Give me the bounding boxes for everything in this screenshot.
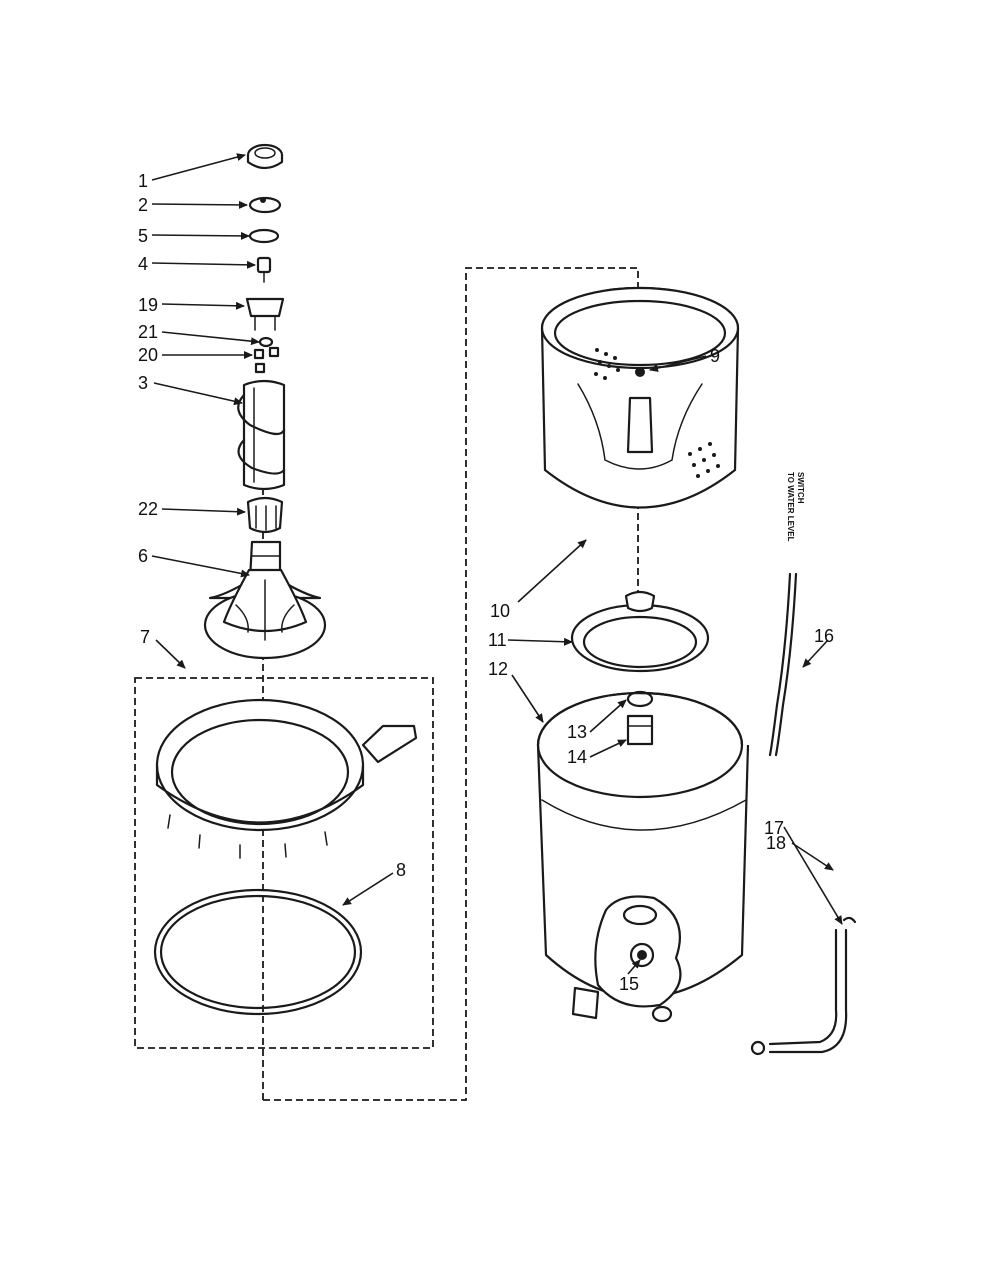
agitator-cap-part: [246, 143, 284, 170]
callout-20: 20: [138, 345, 158, 365]
o-ring-part: [248, 228, 280, 244]
callout-22: 22: [138, 499, 158, 519]
callout-16: 16: [814, 626, 834, 646]
note-line-2: SWITCH: [796, 472, 805, 504]
tub-ring-part: [155, 698, 418, 859]
callout-1: 1: [138, 171, 148, 191]
leader-lines: [151, 153, 843, 975]
agitator-base-part: [203, 540, 327, 660]
callout-8: 8: [396, 860, 406, 880]
callout-7: 7: [140, 627, 150, 647]
water-level-hose-part: [768, 572, 798, 757]
note-line-1: TO WATER LEVEL: [786, 472, 795, 542]
water-level-note: TO WATER LEVEL SWITCH: [786, 472, 805, 542]
callout-14: 14: [567, 747, 587, 767]
callout-6: 6: [138, 546, 148, 566]
dogs-part: [253, 346, 280, 374]
outer-tub-part: [536, 691, 750, 1023]
bolt-part: [256, 256, 272, 283]
callout-10: 10: [490, 601, 510, 621]
drain-hose-part: [750, 928, 848, 1056]
tub-seal-part: [153, 888, 363, 1016]
callout-4: 4: [138, 254, 148, 274]
callout-15: 15: [619, 974, 639, 994]
group-box-7: [134, 677, 434, 1049]
callout-5: 5: [138, 226, 148, 246]
callout-3: 3: [138, 373, 148, 393]
callout-12: 12: [488, 659, 508, 679]
callout-2: 2: [138, 195, 148, 215]
hose-clamp-part: [842, 916, 857, 924]
callout-19: 19: [138, 295, 158, 315]
spring-part: [258, 336, 274, 348]
callout-18: 18: [766, 833, 786, 853]
callout-17: 17: [764, 818, 784, 838]
clamp-ring-part: [626, 690, 654, 708]
cap-seal-part: [248, 196, 282, 214]
drive-bell-part: [570, 590, 710, 673]
callout-11: 11: [488, 630, 507, 650]
seal-part: [626, 714, 654, 746]
callout-21: 21: [138, 322, 158, 342]
callout-13: 13: [567, 722, 587, 742]
dog-retainer-part: [245, 297, 285, 331]
basket-part: [540, 286, 740, 509]
callout-labels: 1 2 5 4 19 21 20 3 22 6 7 8 9 10 11 12 1…: [138, 171, 834, 994]
auger-part: [237, 379, 286, 491]
callout-9: 9: [710, 346, 720, 366]
agitator-ring-part: [246, 496, 284, 534]
